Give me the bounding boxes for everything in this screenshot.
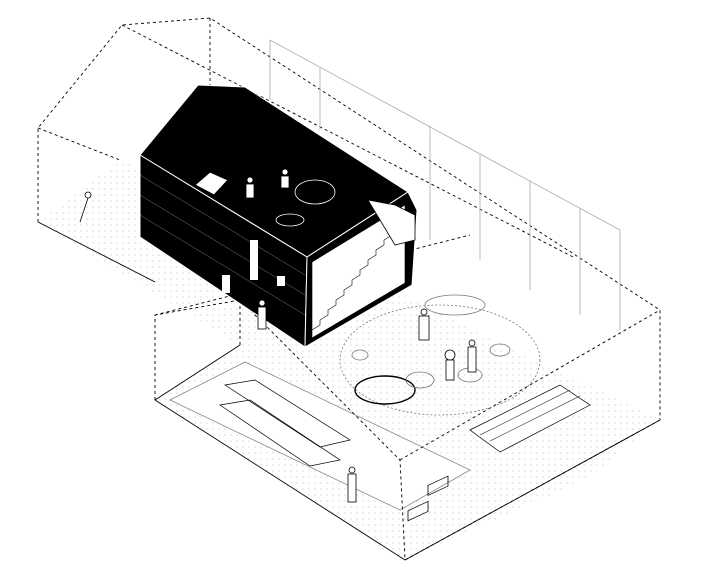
roof-mat <box>275 213 305 227</box>
balcony <box>367 199 416 246</box>
deck <box>469 384 591 453</box>
table-grid <box>219 379 351 467</box>
garden-area <box>339 294 541 416</box>
staircase <box>311 234 393 331</box>
floor-edges <box>37 221 661 561</box>
door <box>250 240 258 280</box>
background-panels <box>269 39 621 330</box>
skylight <box>194 171 229 196</box>
kitchen-items <box>407 475 449 522</box>
people-figures <box>79 168 477 503</box>
gable-cutout-stair <box>311 204 406 339</box>
window <box>277 276 285 286</box>
window <box>222 275 230 293</box>
roof-mat <box>294 179 336 205</box>
house <box>139 84 418 348</box>
